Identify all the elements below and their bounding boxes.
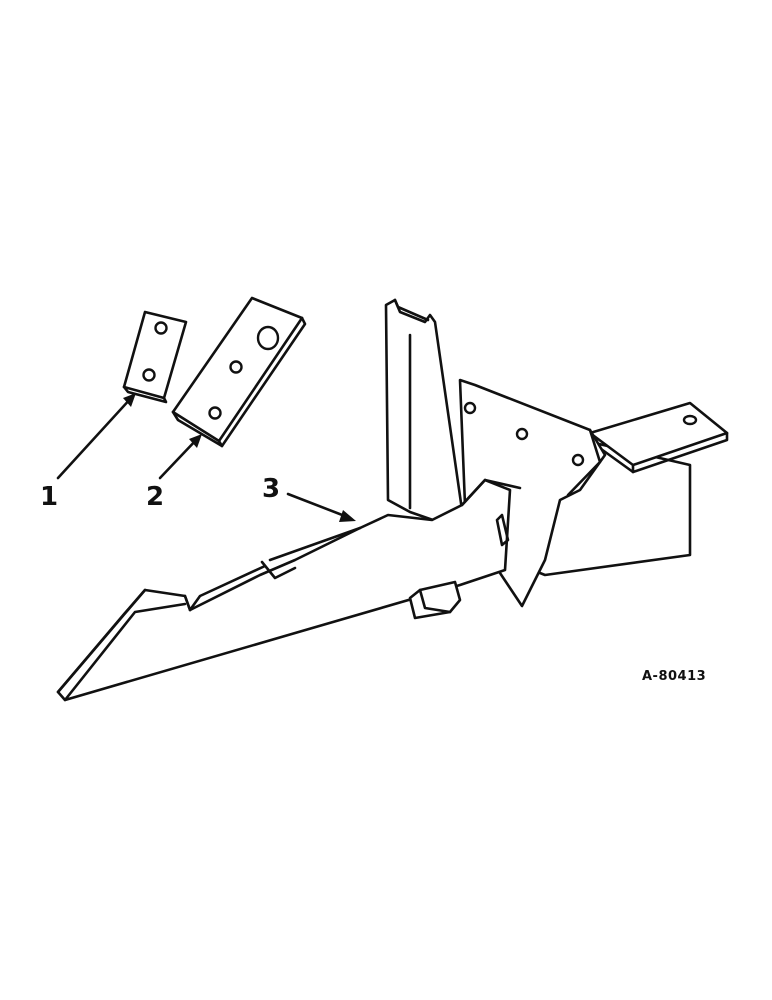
callout-2: 2 bbox=[146, 482, 164, 512]
plate-large-hole bbox=[256, 325, 280, 351]
leader-line-3 bbox=[286, 492, 352, 520]
plate-hole bbox=[142, 368, 156, 382]
arrowhead-1 bbox=[123, 393, 136, 407]
pad-hole bbox=[682, 414, 698, 426]
arrowhead-3 bbox=[339, 510, 356, 522]
callout-1: 1 bbox=[40, 482, 58, 512]
leader-arrows bbox=[56, 393, 356, 522]
part-2-large-plate bbox=[171, 296, 307, 448]
callout-3: 3 bbox=[262, 474, 280, 504]
leader-line-2 bbox=[158, 436, 200, 480]
leader-line-1 bbox=[56, 395, 134, 480]
plate-hole bbox=[208, 406, 222, 420]
part-3-shank-assembly bbox=[56, 298, 729, 702]
reference-code: A-80413 bbox=[642, 669, 706, 684]
mount-hole bbox=[463, 401, 477, 415]
arrowhead-2 bbox=[189, 434, 202, 448]
mount-hole bbox=[571, 453, 585, 467]
part-1-small-plate bbox=[122, 310, 188, 404]
plate-hole bbox=[154, 321, 168, 335]
plate-hole bbox=[229, 360, 243, 374]
mount-hole bbox=[515, 427, 529, 441]
